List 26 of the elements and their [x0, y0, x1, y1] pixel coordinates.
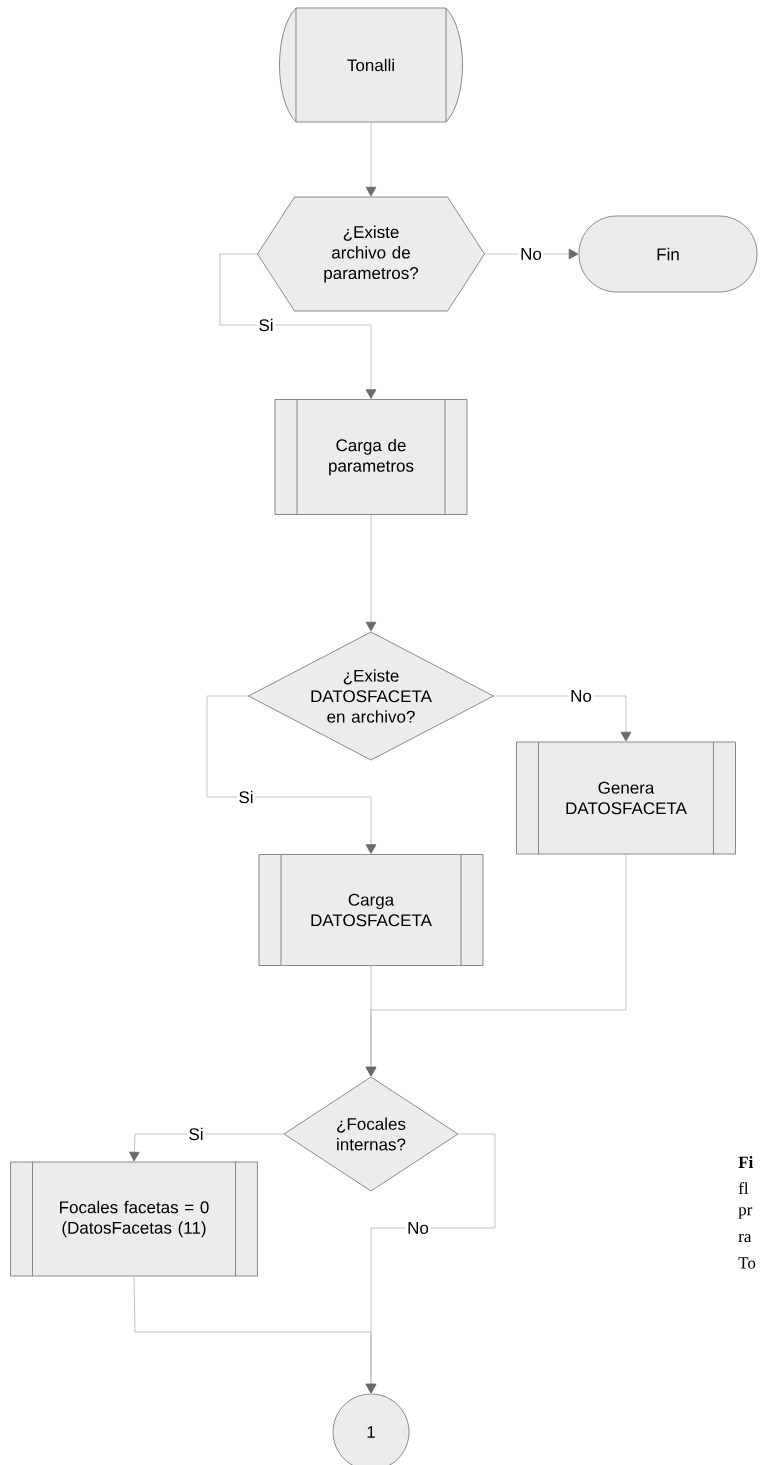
arrow	[365, 121, 377, 197]
start-terminator: Tonalli	[279, 7, 463, 123]
arrow	[219, 253, 377, 399]
caption-text: fl	[738, 1182, 749, 1194]
end-terminator: Fin	[578, 215, 758, 293]
edge-label: Si	[236, 789, 256, 805]
arrow	[133, 1275, 377, 1394]
process-box: Carga DATOSFACETA	[258, 854, 484, 966]
caption-text: To	[738, 1257, 756, 1269]
arrow	[493, 695, 632, 742]
edge-label: Si	[186, 1126, 206, 1142]
process-box: Carga de parametros	[274, 399, 468, 515]
arrow	[365, 853, 627, 1077]
caption-text: Fi	[738, 1156, 754, 1168]
decision-hexagon: ¿Existe archivo de parametros?	[257, 196, 485, 312]
arrow	[206, 695, 377, 854]
process-box: Genera DATOSFACETA	[516, 741, 736, 855]
caption-text: pr	[738, 1207, 753, 1219]
process-box: Focales facetas = 0 (DatosFacetas (11)	[10, 1161, 258, 1277]
caption-text: ra	[738, 1233, 752, 1243]
edge-label: No	[518, 246, 544, 262]
arrow	[365, 514, 377, 632]
edge-label: No	[568, 688, 594, 704]
edge-label: No	[405, 1220, 431, 1236]
arrow	[129, 1133, 285, 1162]
edge-label: Si	[256, 317, 276, 333]
